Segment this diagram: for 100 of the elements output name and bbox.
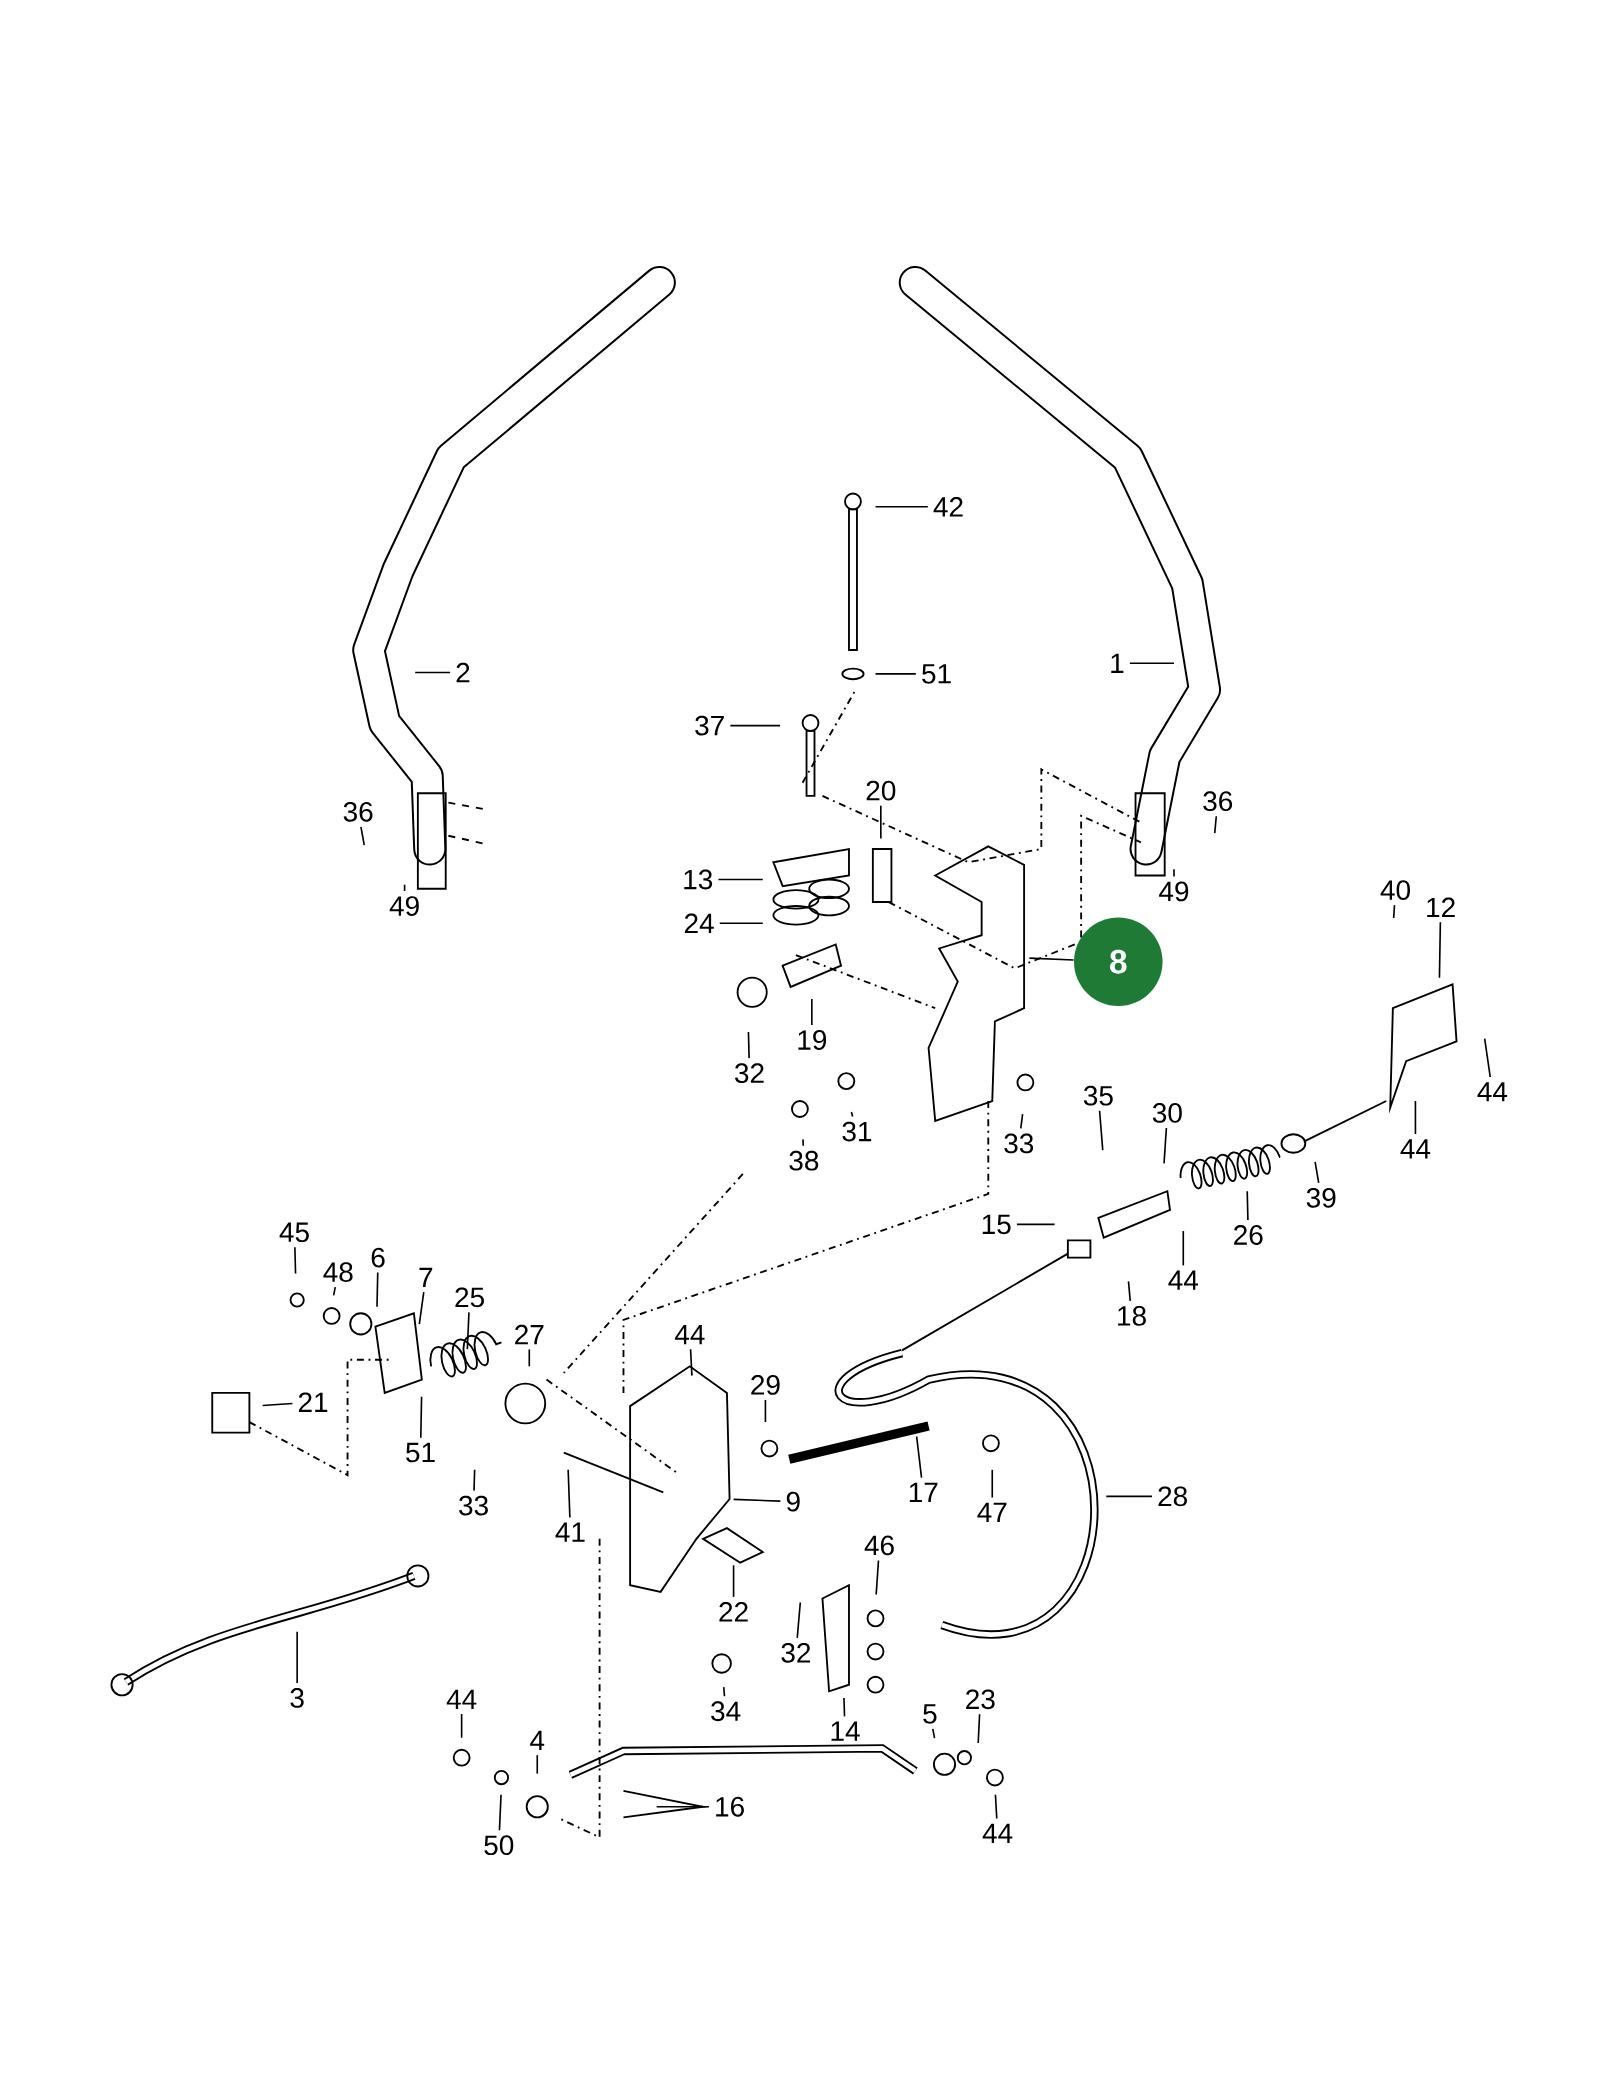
leader-line xyxy=(1127,1280,1131,1302)
callout-number: 32 xyxy=(734,1063,764,1084)
callout-number: 30 xyxy=(1152,1103,1182,1123)
callout-number: 51 xyxy=(921,664,951,684)
callout-number: 44 xyxy=(982,1823,1013,1843)
leader-line xyxy=(991,1469,993,1499)
callout-number: 13 xyxy=(684,869,712,890)
leader-line xyxy=(473,1469,476,1492)
leader-line xyxy=(1314,1161,1320,1184)
leader-line xyxy=(261,1402,294,1407)
callout-number: 50 xyxy=(484,1835,514,1856)
leader-line xyxy=(498,1794,502,1831)
leader-line xyxy=(1163,1127,1167,1165)
leader-line xyxy=(528,1348,530,1368)
leader-line xyxy=(460,1713,463,1739)
leader-line xyxy=(850,1111,854,1118)
leader-line xyxy=(764,1399,767,1423)
callout-number: 37 xyxy=(695,715,724,736)
callout-number: 49 xyxy=(1158,881,1189,902)
callout-number: 34 xyxy=(710,1701,741,1722)
callout-number: 36 xyxy=(343,801,373,822)
leader-line xyxy=(722,1686,726,1698)
leader-line xyxy=(810,998,813,1026)
callout-number: 17 xyxy=(909,1482,938,1502)
leader-line xyxy=(418,1291,425,1325)
callout-number: 29 xyxy=(751,1375,780,1395)
callout-number: 22 xyxy=(719,1602,748,1622)
callout-number: 32 xyxy=(781,1643,810,1663)
callout-number: 15 xyxy=(982,1214,1011,1235)
callout-number: 6 xyxy=(371,1247,385,1268)
callout-number: 51 xyxy=(405,1442,435,1463)
leader-line xyxy=(689,1348,693,1377)
callout-number: 4 xyxy=(529,1730,545,1751)
callout-number: 46 xyxy=(864,1535,894,1556)
callout-number: 21 xyxy=(298,1392,328,1412)
callout-number: 20 xyxy=(866,780,896,801)
leader-line xyxy=(1246,1190,1249,1221)
leader-line xyxy=(718,922,764,925)
leader-line xyxy=(567,1469,571,1519)
callout-number: 38 xyxy=(789,1150,819,1171)
leader-line xyxy=(1128,662,1175,665)
leader-line xyxy=(414,671,451,674)
leader-line xyxy=(293,1246,297,1275)
leader-line xyxy=(466,1311,470,1350)
callout-badge: 8 xyxy=(1073,917,1163,1007)
callout-number: 33 xyxy=(1004,1133,1033,1154)
leader-line xyxy=(359,826,365,846)
leader-line xyxy=(1028,957,1075,961)
leader-line xyxy=(732,1498,781,1502)
leader-line xyxy=(1392,904,1396,919)
leader-line xyxy=(977,1713,981,1744)
leader-line xyxy=(1182,1230,1184,1267)
leader-line xyxy=(1015,1223,1056,1226)
leader-line xyxy=(729,724,781,727)
callout-number: 27 xyxy=(514,1324,544,1345)
leader-line xyxy=(1438,921,1441,979)
leader-line xyxy=(419,1396,423,1439)
leader-line xyxy=(842,1697,846,1718)
callout-number: 18 xyxy=(1117,1306,1146,1326)
callout-number: 28 xyxy=(1158,1486,1187,1507)
leader-line xyxy=(332,1286,336,1297)
callout-number: 44 xyxy=(1400,1139,1430,1159)
callout-number: 1 xyxy=(1111,653,1124,673)
callout-number: 9 xyxy=(786,1491,800,1512)
callout-number: 2 xyxy=(456,662,470,683)
leader-line xyxy=(874,505,929,508)
leader-line xyxy=(1019,1113,1024,1130)
callout-number: 40 xyxy=(1380,880,1410,900)
leader-line xyxy=(747,1031,750,1059)
callout-number: 39 xyxy=(1306,1188,1336,1208)
callout-number: 26 xyxy=(1233,1225,1263,1245)
callout-number: 25 xyxy=(455,1287,484,1308)
callout-number: 44 xyxy=(674,1324,705,1345)
callout-number: 44 xyxy=(446,1689,477,1709)
callout-number: 24 xyxy=(684,913,714,934)
callout-number: 42 xyxy=(933,497,963,517)
callout-number: 3 xyxy=(290,1688,304,1708)
leader-line xyxy=(1105,1495,1153,1498)
callout-number: 16 xyxy=(716,1796,744,1817)
leader-line xyxy=(994,1794,998,1820)
leader-line xyxy=(1173,868,1175,878)
callout-number: 47 xyxy=(977,1502,1007,1522)
callout-number: 12 xyxy=(1427,897,1455,918)
leader-line xyxy=(879,804,882,840)
leader-line xyxy=(296,1630,298,1684)
leader-line xyxy=(1098,1109,1104,1151)
leader-line xyxy=(874,673,917,675)
leader-line xyxy=(1414,1100,1417,1135)
callout-number: 48 xyxy=(323,1262,353,1283)
leader-line xyxy=(536,1754,538,1775)
callout-number: 45 xyxy=(279,1222,309,1243)
leader-line xyxy=(717,878,764,881)
leader-line xyxy=(655,1805,710,1808)
leader-line xyxy=(1213,815,1217,834)
leader-line xyxy=(801,1138,804,1147)
leader-line xyxy=(403,883,406,892)
callout-number: 14 xyxy=(831,1721,860,1741)
callout-number: 7 xyxy=(419,1267,432,1288)
leader-line xyxy=(732,1564,735,1598)
callout-number: 33 xyxy=(458,1495,488,1516)
